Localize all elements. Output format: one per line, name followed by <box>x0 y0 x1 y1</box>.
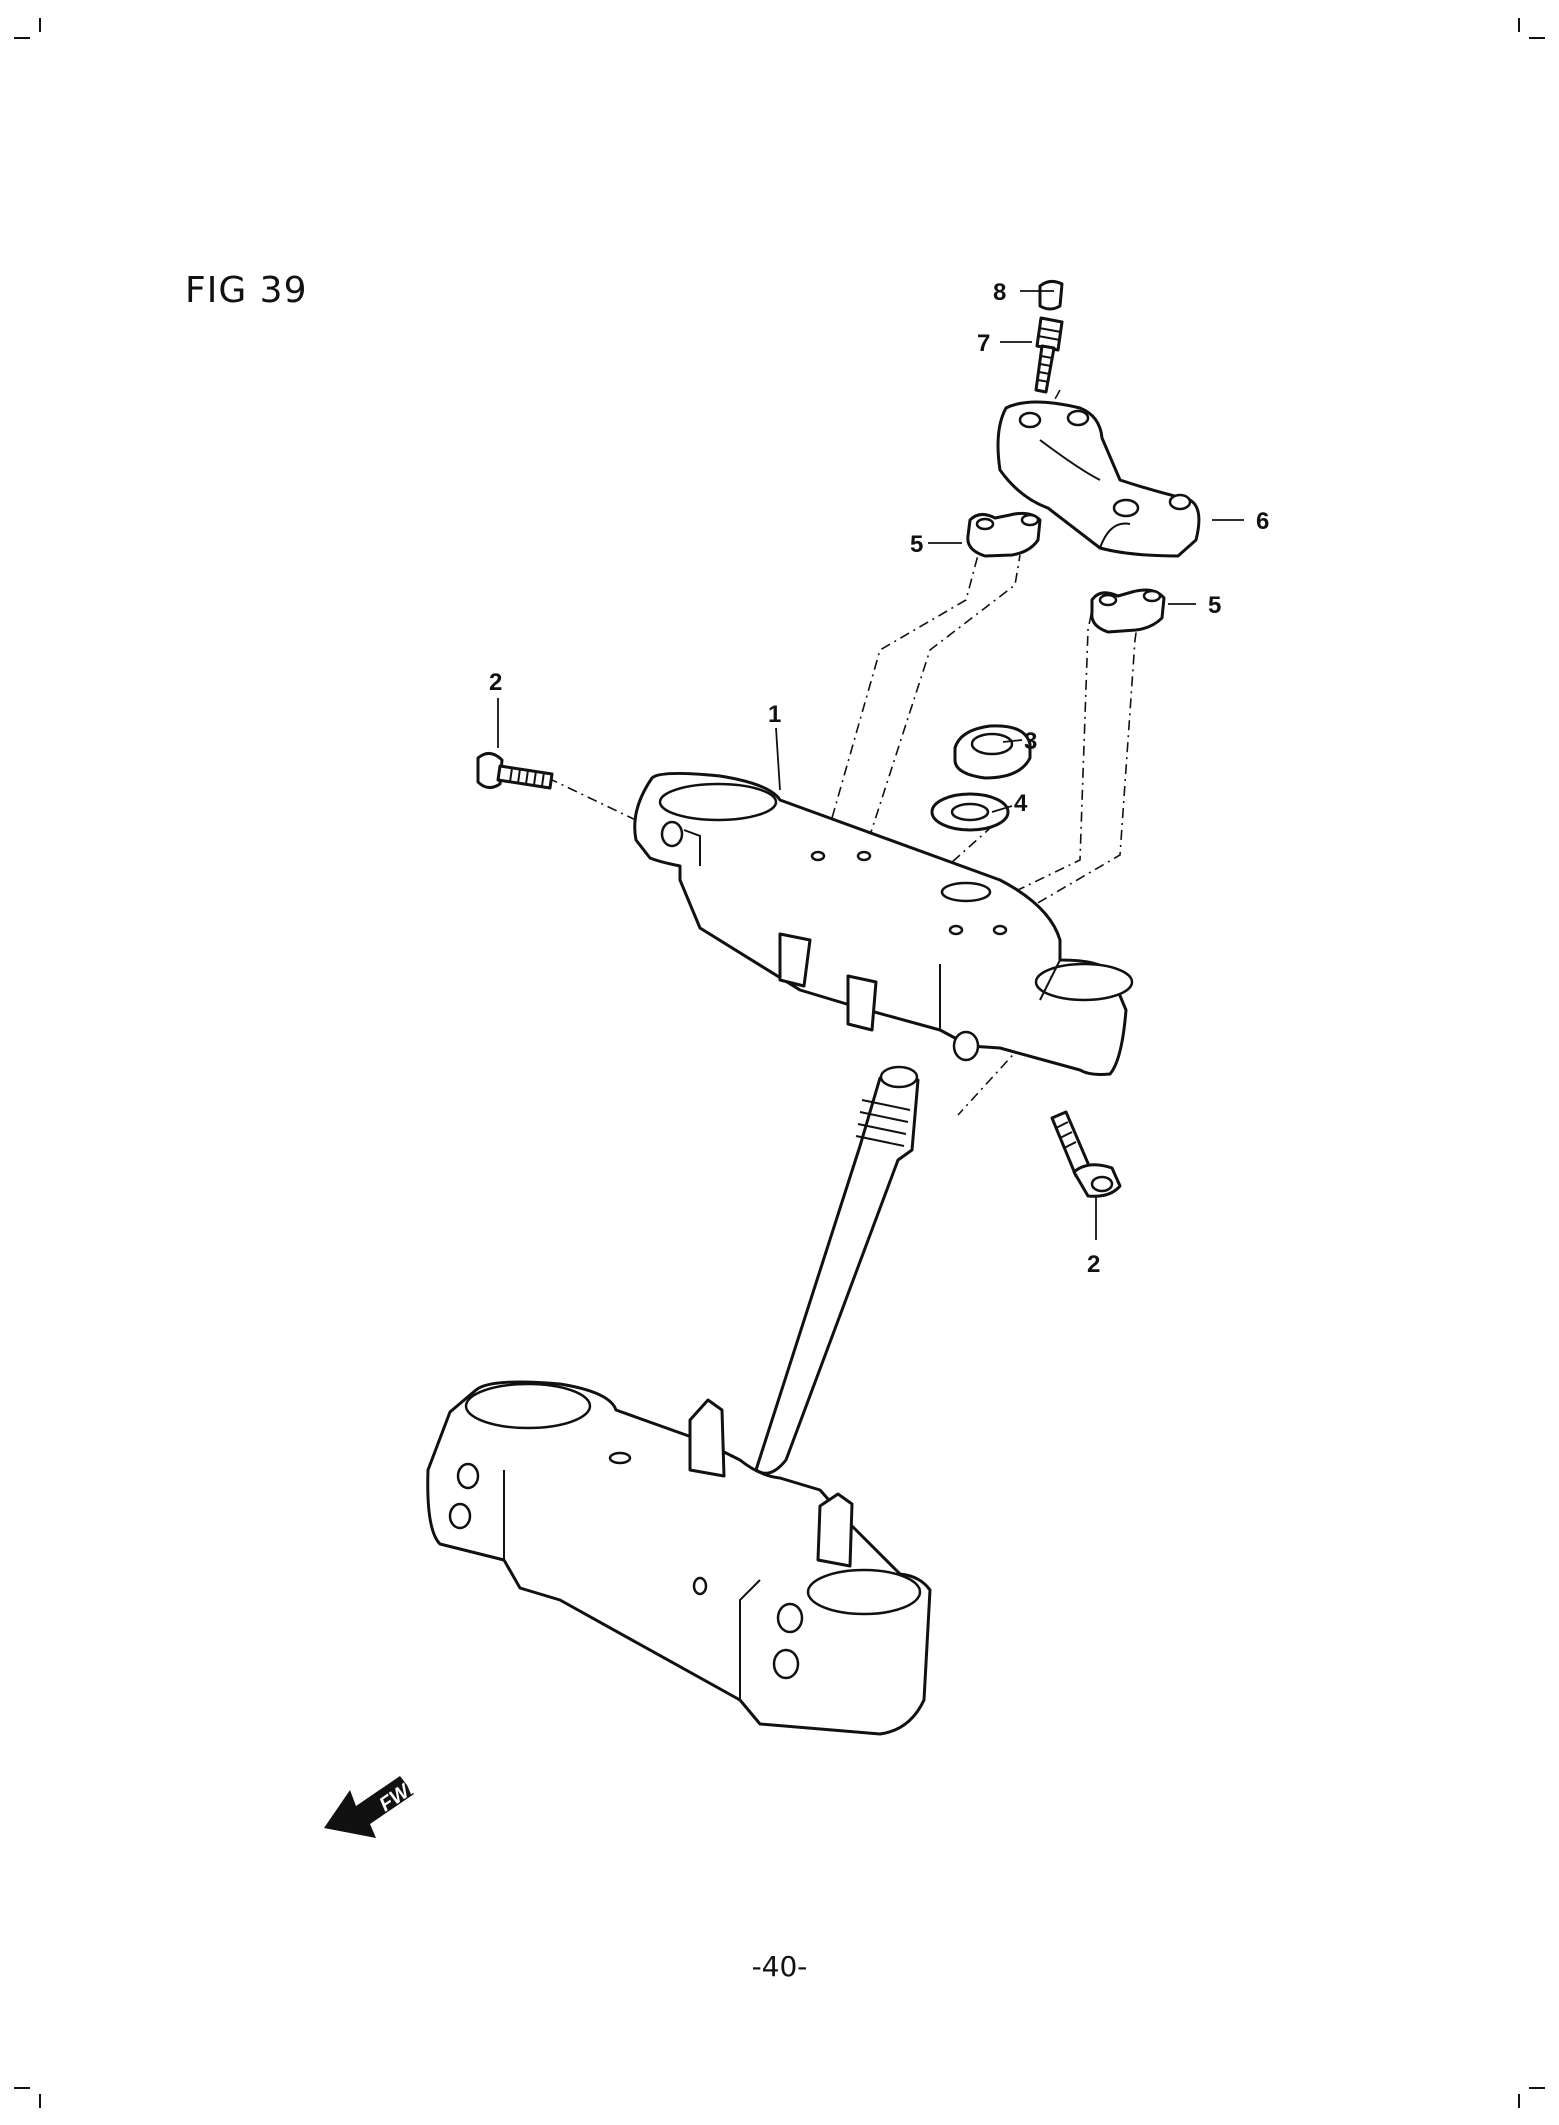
callout-labels: 8 7 6 5 5 3 4 1 2 2 <box>489 279 1269 1278</box>
part-2-pinch-bolt-left <box>476 752 554 790</box>
callout-2-right: 2 <box>1087 1251 1100 1278</box>
callout-7: 7 <box>977 330 990 357</box>
part-7-bolt <box>1034 316 1064 394</box>
part-2-pinch-bolt-right <box>1050 1110 1122 1198</box>
callout-5-left: 5 <box>910 531 923 558</box>
callout-4: 4 <box>1014 790 1028 817</box>
part-8-bolt-cap <box>1038 279 1064 311</box>
part-6-handlebar-holder-upper <box>996 400 1201 558</box>
figure-title: FIG 39 <box>185 270 308 311</box>
callout-1: 1 <box>768 701 781 728</box>
steering-stem-lower-bracket <box>426 1065 932 1736</box>
callout-6: 6 <box>1256 508 1269 535</box>
crop-marks <box>14 18 1545 2108</box>
part-1-upper-bracket <box>633 771 1134 1076</box>
part-5-handlebar-holder-lower-right <box>1090 588 1166 634</box>
part-3-stem-nut <box>953 724 1032 780</box>
callout-5-right: 5 <box>1208 592 1221 619</box>
callout-8: 8 <box>993 279 1006 306</box>
page-number: -40- <box>751 1950 808 1983</box>
part-5-handlebar-holder-lower-left <box>966 511 1042 558</box>
forward-arrow-icon: FWD <box>324 1772 426 1838</box>
part-4-washer <box>930 792 1010 832</box>
callout-2-left: 2 <box>489 669 502 696</box>
callout-3: 3 <box>1024 728 1037 755</box>
